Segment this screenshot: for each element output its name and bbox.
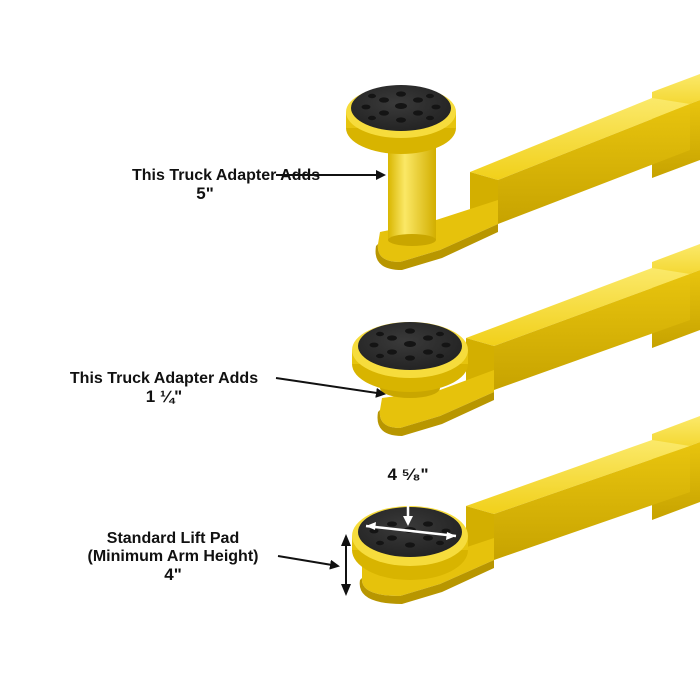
callout-1-value: 5" bbox=[196, 184, 214, 203]
callout-2-arrow bbox=[275, 377, 386, 398]
arm-1-pad-dots bbox=[361, 91, 441, 123]
pad-diameter-dimension-line bbox=[365, 524, 457, 538]
callout-3-title: Standard Lift Pad bbox=[106, 530, 240, 547]
arm-2-inner-top bbox=[466, 268, 690, 346]
arm-2-inner-side bbox=[494, 274, 690, 390]
callout-2-title: This Truck Adapter Adds bbox=[69, 370, 259, 387]
arm-2-pad-dots bbox=[369, 328, 451, 361]
arm-1 bbox=[276, 74, 700, 270]
arm-1-adapter-post bbox=[388, 140, 436, 240]
arm-3-pad-dots bbox=[369, 521, 451, 548]
callout-2-label: This Truck Adapter Adds 1 ¼" bbox=[52, 370, 276, 406]
arm-3-inner-side bbox=[494, 446, 690, 560]
callout-3-arrow bbox=[277, 555, 340, 570]
callout-1-label: This Truck Adapter Adds 5" bbox=[132, 167, 321, 203]
arm-2-end-block bbox=[379, 370, 494, 428]
callout-3-value: 4" bbox=[164, 565, 182, 584]
callout-3-label: Standard Lift Pad (Minimum Arm Height) 4… bbox=[68, 530, 278, 584]
arm-3-inner-top bbox=[466, 440, 690, 514]
callout-3-subtitle: (Minimum Arm Height) bbox=[87, 548, 259, 565]
arm-2 bbox=[275, 244, 700, 436]
callout-1-title: This Truck Adapter Adds bbox=[132, 167, 321, 184]
callout-2-value: 1 ¼" bbox=[145, 387, 183, 406]
arm-1-inner-side bbox=[498, 104, 690, 224]
pad-diameter-label: 4 ⁵⁄₈" bbox=[387, 465, 429, 484]
arm-1-end-block bbox=[377, 200, 498, 262]
arm-3 bbox=[277, 416, 700, 604]
arm-1-inner-top bbox=[470, 98, 690, 180]
